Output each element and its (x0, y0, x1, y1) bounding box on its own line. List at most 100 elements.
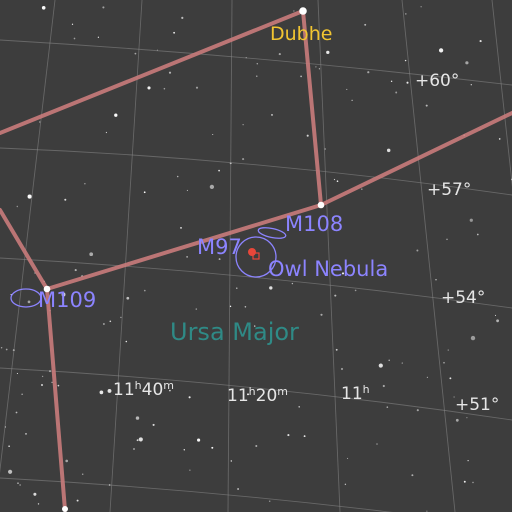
background-star (293, 10, 295, 12)
background-star (470, 335, 476, 341)
background-star (41, 384, 43, 386)
background-star (0, 347, 3, 349)
background-star (16, 205, 19, 208)
background-star (405, 13, 407, 15)
background-star (476, 233, 479, 236)
background-star (209, 184, 215, 190)
background-star (453, 396, 455, 398)
dso-labels: M108 M97 Owl Nebula M109 (38, 212, 388, 312)
owl-nebula-marker[interactable] (248, 248, 256, 256)
background-star (426, 376, 428, 378)
dec-line-57 (0, 147, 512, 196)
dec-line-60 (0, 39, 512, 86)
star-dubhe[interactable] (299, 7, 307, 15)
background-star (176, 175, 179, 178)
owl-nebula-marker-square (252, 252, 260, 260)
dec-label-57: +57° (427, 180, 471, 200)
background-star (169, 389, 171, 392)
background-star (84, 183, 86, 185)
background-star (218, 258, 221, 261)
constellation-label: Ursa Major (170, 318, 299, 346)
background-star (89, 252, 94, 257)
background-star (472, 481, 474, 484)
background-star (388, 359, 390, 362)
background-star (406, 81, 409, 84)
background-star (138, 437, 143, 442)
background-star (163, 87, 166, 90)
background-star (16, 372, 18, 375)
background-star (107, 388, 112, 393)
background-star (411, 474, 414, 477)
background-star (466, 417, 468, 419)
background-star (361, 188, 363, 190)
background-star (378, 363, 383, 368)
ra-line-3 (227, 0, 233, 512)
background-star (186, 189, 188, 191)
background-star (173, 31, 176, 34)
background-star (300, 75, 302, 78)
background-star (496, 319, 500, 323)
constellation-line-phecda-megrez (45, 287, 67, 512)
background-star (498, 138, 501, 140)
background-star (303, 435, 306, 438)
background-star (5, 348, 8, 351)
background-star (237, 488, 240, 490)
background-star (37, 503, 40, 505)
background-star (181, 16, 184, 19)
ra-line-1 (0, 0, 56, 474)
background-star (364, 23, 367, 26)
background-star (404, 59, 407, 62)
background-star (336, 180, 339, 182)
background-star (180, 227, 182, 229)
background-star (335, 348, 338, 351)
background-star (340, 367, 344, 371)
background-star (134, 52, 137, 55)
ra-label-11h20m: 11h20m (227, 385, 288, 406)
background-star (367, 71, 370, 74)
constellation-lines (0, 9, 512, 512)
background-star (341, 272, 345, 275)
dec-line-48 (0, 477, 393, 512)
background-star (183, 449, 185, 451)
m109-galaxy-marker[interactable] (10, 288, 42, 308)
background-star (126, 296, 130, 300)
background-star (195, 86, 199, 89)
background-star (17, 482, 19, 484)
star-south[interactable] (62, 506, 68, 512)
background-star (326, 50, 330, 55)
dec-line-51 (0, 367, 512, 421)
background-star (135, 416, 140, 420)
background-star (212, 133, 214, 136)
background-star (244, 306, 247, 308)
constellation-line-dubhe-west (0, 9, 305, 135)
star-label-dubhe: Dubhe (270, 23, 332, 45)
m97-circle-marker[interactable] (235, 236, 277, 278)
background-star (218, 169, 220, 172)
background-star (425, 104, 428, 107)
background-star (315, 66, 317, 68)
background-star (269, 286, 273, 290)
background-star (382, 384, 385, 388)
background-star (426, 510, 428, 512)
background-star (147, 86, 151, 90)
dso-label-owl-nebula: Owl Nebula (268, 257, 388, 281)
constellation-line-phecda-west (0, 208, 49, 291)
background-star (256, 75, 258, 77)
background-star (268, 500, 271, 503)
background-star (33, 492, 37, 496)
background-star (494, 314, 497, 316)
background-star (57, 384, 60, 387)
background-star (256, 62, 259, 65)
background-star (71, 23, 74, 25)
m108-galaxy-marker[interactable] (257, 226, 287, 241)
background-star (236, 287, 238, 289)
background-star (351, 99, 353, 101)
star-phecda[interactable] (43, 285, 51, 293)
background-star (125, 340, 128, 343)
background-star (386, 148, 391, 153)
background-star (479, 40, 482, 43)
background-star (109, 320, 112, 323)
star-merak[interactable] (317, 201, 325, 209)
